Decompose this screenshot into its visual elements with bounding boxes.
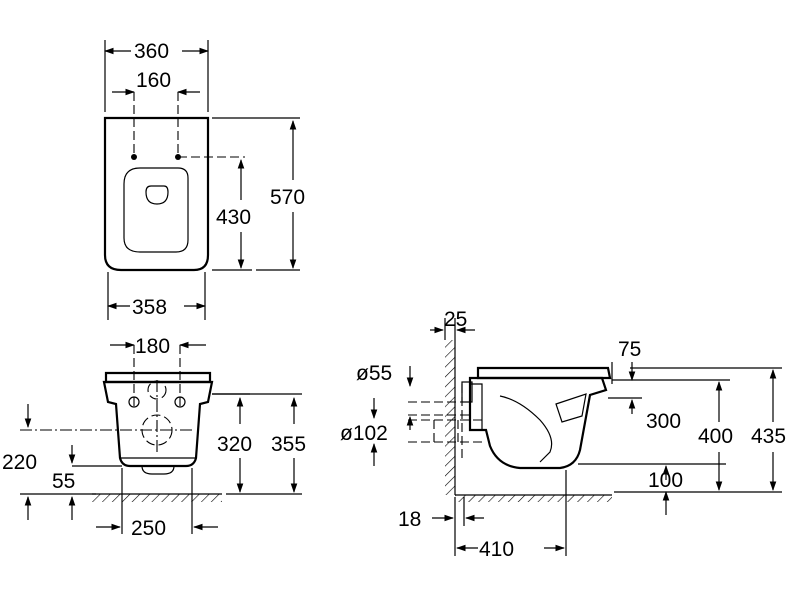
side-view-bowl [468,376,608,470]
dim-o55: ø55 [356,362,392,385]
dim-430: 430 [216,206,251,229]
dim-250: 250 [131,517,166,540]
dim-410: 410 [479,538,514,561]
side-view-inner-trap [499,395,553,463]
top-view-seat [123,167,189,253]
dim-355: 355 [271,433,306,456]
dim-100: 100 [648,469,683,492]
dim-320: 320 [217,433,252,456]
dim-25: 25 [444,308,467,331]
side-view-seat [476,366,612,380]
dim-300: 300 [646,410,681,433]
dim-435: 435 [751,425,786,448]
dim-55: 55 [52,470,75,493]
dim-18: 18 [398,508,421,531]
dim-160: 160 [136,69,171,92]
front-view-bowl [102,380,214,468]
top-view-outline [103,116,210,272]
dim-75: 75 [618,338,641,361]
dim-400: 400 [698,425,733,448]
dim-360: 360 [134,40,169,63]
front-view: 180 220 55 320 355 250 [2,335,306,540]
dim-358: 358 [132,296,167,319]
top-view: 360 160 430 570 358 [103,40,305,320]
front-view-outlet [141,465,175,475]
dim-220: 220 [2,451,37,474]
top-view-seat-opening [145,185,169,205]
dim-570: 570 [270,186,305,209]
wall-hatch [445,340,455,495]
side-view: 25 ø55 ø102 75 300 100 400 435 [340,308,786,561]
mounting-hole-left [131,154,137,160]
dim-o102: ø102 [340,422,388,445]
dim-180: 180 [135,335,170,358]
